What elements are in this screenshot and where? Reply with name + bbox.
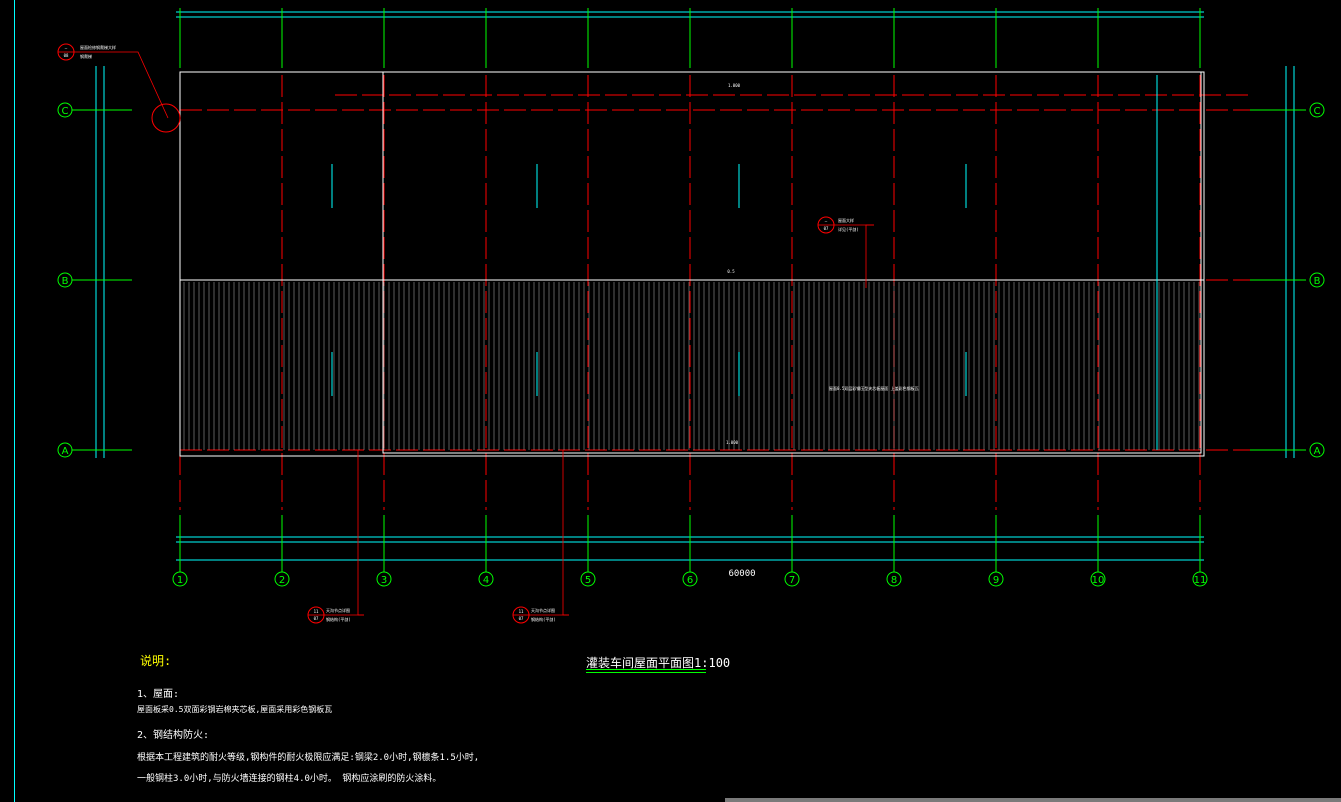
callout-target-circle — [151, 103, 181, 133]
callout-ladder-leader-to-target — [114, 51, 169, 119]
grid-bubble-column — [478, 571, 494, 587]
callout-gutter-2-number: 11 — [519, 609, 524, 614]
dimension-lines — [95, 11, 1295, 561]
notes-heading: 说明: — [140, 654, 172, 668]
grid-label-column: 6 — [687, 575, 693, 586]
note-line: 2、钢结构防火: — [137, 730, 210, 741]
callout-roof-number: — — [825, 219, 828, 224]
plan-title-text: 灌装车间屋面平面图 — [586, 656, 695, 670]
grid-bubble-row — [1309, 442, 1325, 458]
grid-label-column: 11 — [1194, 575, 1207, 586]
grid-label-column: 4 — [483, 575, 489, 586]
grid-bubble-row — [57, 442, 73, 458]
grid-bubble-column — [784, 571, 800, 587]
grid-label-column: 9 — [993, 575, 999, 586]
grid-label-column: 2 — [279, 575, 285, 586]
plan-title-underline — [586, 669, 706, 673]
grid-bubble-column — [1090, 571, 1106, 587]
callout-roof-ref: 07 — [824, 226, 829, 231]
building-inner-outline — [382, 71, 1202, 454]
note-line: 一般钢柱3.0小时,与防火墙连接的钢柱4.0小时。 钢构应涂刷的防火涂料。 — [137, 774, 442, 784]
grid-bubble-column — [1192, 571, 1208, 587]
plan-scale: 1:100 — [694, 656, 731, 670]
grid-axis-bubbles: 1 2 3 4 5 6 7 8 9 10 11 C C B B A A — [57, 102, 1325, 587]
grid-label-row: A — [1314, 446, 1321, 457]
grid-label-column: 7 — [789, 575, 795, 586]
callout-gutter-1-text: 钢结构(平剖) — [326, 616, 351, 622]
grid-label-row: C — [62, 106, 69, 117]
grid-label-row: C — [1314, 106, 1321, 117]
grid-label-column: 1 — [177, 575, 183, 586]
grid-bubble-column — [172, 571, 188, 587]
grid-label-column: 10 — [1092, 575, 1105, 586]
left-frame-line — [14, 0, 15, 802]
building-outer-outline — [179, 71, 1205, 457]
roof-material-note: 屋面0.5双层彩钢压型夹芯板屋面 上盖彩色钢板瓦 — [829, 385, 919, 391]
grid-bubble-column — [682, 571, 698, 587]
grid-bubble-row — [57, 102, 73, 118]
building-outline — [179, 71, 1205, 457]
callout-gutter-2-text: 天沟节点详图 — [531, 607, 555, 613]
grid-bubble-column — [988, 571, 1004, 587]
callout-ladder-text: 屋面检修钢爬梯大样 — [80, 44, 116, 50]
grid-bubble-column — [376, 571, 392, 587]
horizontal-scrollbar[interactable] — [725, 798, 1341, 802]
elevation-eave-label: 1.000 — [726, 440, 739, 445]
grid-label-column: 3 — [381, 575, 387, 586]
grid-label-column: 8 — [891, 575, 897, 586]
callout-ladder-text: 钢爬梯 — [80, 53, 92, 59]
roof-panel-hatch — [183, 282, 1200, 450]
callout-gutter-1-number: 11 — [314, 609, 319, 614]
callout-ladder-ref: 08 — [64, 53, 69, 58]
grid-label-row: A — [62, 446, 69, 457]
callout-gutter-1-leader-to-target — [357, 450, 364, 616]
callout-gutter-1-ref: 07 — [314, 616, 319, 621]
callout-gutter-2-ref: 07 — [519, 616, 524, 621]
grid-bubble-row — [57, 272, 73, 288]
callout-roof-leader-to-target — [865, 224, 874, 288]
elevation-mid-label: 0.5 — [727, 269, 735, 274]
callout-ladder-number: — — [65, 46, 68, 51]
note-line: 屋面板采0.5双面彩钢岩棉夹芯板,屋面采用彩色钢板瓦 — [137, 705, 333, 714]
grid-bubble-column — [274, 571, 290, 587]
grid-label-row: B — [62, 276, 69, 287]
grid-bubble-column — [886, 571, 902, 587]
note-line: 1、屋面: — [137, 689, 180, 700]
callout-gutter-1-text: 天沟节点详图 — [326, 607, 350, 613]
grid-bubble-row — [1309, 272, 1325, 288]
plan-title: 灌装车间屋面平面图1:100 — [586, 654, 730, 671]
grid-bubble-column — [580, 571, 596, 587]
grid-label-row: B — [1314, 276, 1321, 287]
callout-gutter-2-leader-to-target — [562, 450, 569, 616]
overall-dimension-label: 60000 — [728, 569, 755, 579]
grid-bubble-row — [1309, 102, 1325, 118]
detail-callouts: —08屋面检修钢爬梯大样钢爬梯—07屋面大样详见(平剖)1107天沟节点详图钢结… — [57, 43, 967, 624]
callout-gutter-2-text: 钢结构(平剖) — [531, 616, 556, 622]
note-line: 根据本工程建筑的耐火等级,钢构件的耐火极限应满足:钢梁2.0小时,钢檩条1.5小… — [137, 753, 480, 763]
grid-label-column: 5 — [585, 575, 591, 586]
callout-roof-text: 详见(平剖) — [838, 226, 859, 232]
callout-roof-text: 屋面大样 — [838, 217, 854, 223]
elevation-ridge-label: 1.000 — [728, 83, 741, 88]
